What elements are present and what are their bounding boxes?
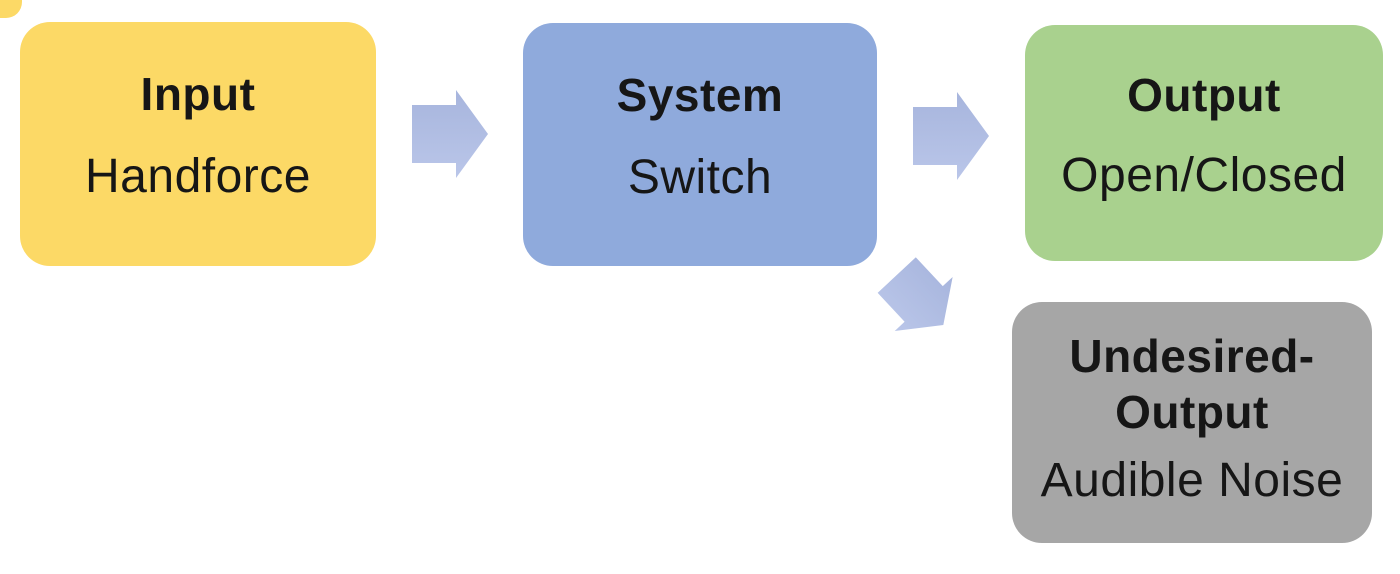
node-input: Input Handforce: [20, 22, 376, 266]
arrow-input-to-system-icon: [412, 90, 488, 178]
arrow-system-to-undesired-output-icon: [868, 248, 973, 352]
node-undesired-output-subtitle: Audible Noise: [1040, 453, 1344, 507]
node-output-subtitle: Open/Closed: [1061, 149, 1347, 203]
node-input-subtitle: Handforce: [85, 150, 311, 204]
node-input-title: Input: [140, 68, 256, 121]
corner-decorative-shape: [0, 0, 22, 18]
node-system-title: System: [616, 68, 784, 121]
arrow-system-to-output-icon: [913, 92, 989, 180]
node-output: Output Open/Closed: [1025, 25, 1383, 261]
node-undesired-output-title: Undesired-Output: [1069, 329, 1315, 438]
node-system: System Switch: [523, 23, 877, 266]
node-output-title: Output: [1127, 69, 1281, 122]
node-system-subtitle: Switch: [627, 150, 773, 204]
node-undesired-output: Undesired-Output Audible Noise: [1012, 302, 1372, 543]
